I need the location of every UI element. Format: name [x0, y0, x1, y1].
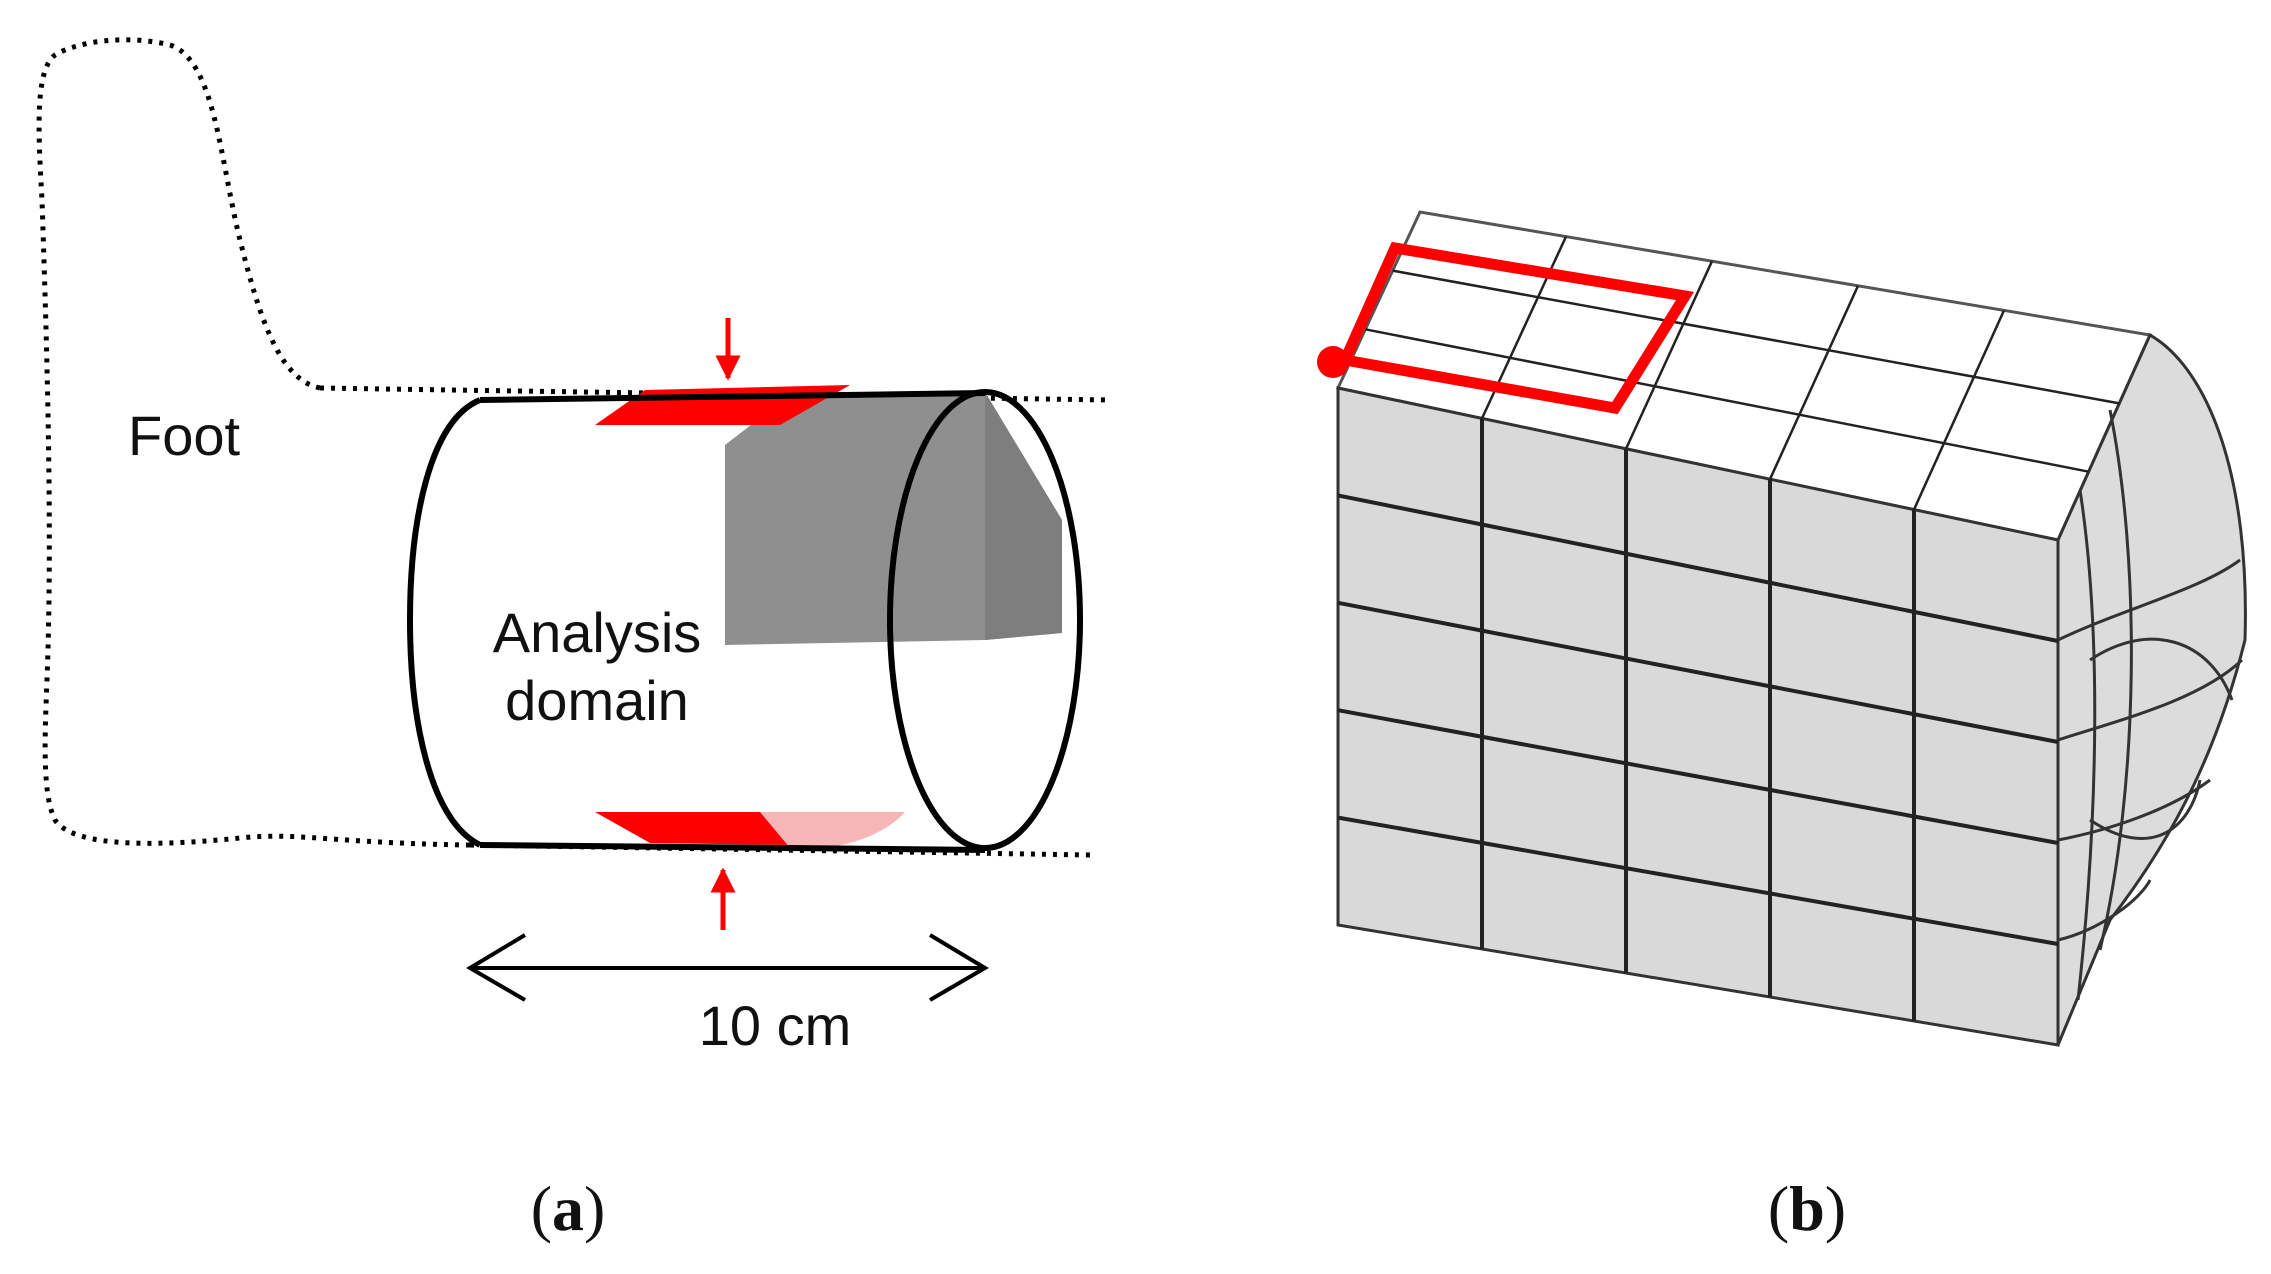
mesh-end-face — [2056, 332, 2247, 1046]
mesh-front-horizontal-line — [1337, 815, 2059, 946]
mesh-end-face-line — [2098, 409, 2133, 951]
gray-block-side — [985, 392, 1062, 640]
mesh-end-face-line — [2089, 779, 2202, 840]
bottom-pale-plate — [760, 812, 905, 849]
caption-b-open: ( — [1768, 1173, 1789, 1244]
dimension-arrow — [466, 933, 989, 1002]
mesh-end-face-line — [2089, 637, 2234, 701]
mesh-end-face-line — [2057, 879, 2152, 942]
mesh-end-face-line — [2057, 658, 2244, 742]
mesh-top-long-line — [1392, 269, 2120, 405]
caption-a: (a) — [531, 1173, 606, 1244]
panel-b: (b) — [1317, 210, 2247, 1244]
analysis-domain-cylinder — [406, 389, 1083, 853]
panel-a: Foot Analysis domain 10 cm (a) — [36, 37, 1111, 1244]
bottom-red-plate — [595, 812, 800, 845]
highlighted-element — [1337, 241, 1695, 415]
analysis-domain-label-line2: domain — [505, 669, 689, 732]
mesh-front-horizontal-line — [1337, 708, 2059, 845]
mesh-end-face-line — [2057, 558, 2241, 642]
mesh-end-face-line — [2057, 778, 2211, 842]
caption-b-letter: b — [1789, 1173, 1825, 1244]
mesh-front-horizontal-line — [1337, 600, 2059, 744]
mesh-end-face-line — [2076, 489, 2097, 1001]
caption-a-letter: a — [552, 1173, 584, 1244]
mesh-top-cross-line — [1912, 309, 2006, 511]
foot-label: Foot — [128, 404, 240, 467]
mesh-top-long-line — [1365, 328, 2089, 473]
length-label: 10 cm — [699, 994, 852, 1057]
mesh-grid-lines — [1337, 236, 2244, 1021]
caption-a-close: ) — [584, 1173, 605, 1244]
foot-outline — [36, 37, 471, 848]
caption-b: (b) — [1768, 1173, 1846, 1244]
mesh-top-cross-line — [1624, 260, 1714, 450]
gray-block — [725, 392, 1062, 645]
analysis-domain-label-line1: Analysis — [493, 601, 702, 664]
caption-b-close: ) — [1825, 1173, 1846, 1244]
mesh-front-horizontal-line — [1337, 493, 2059, 643]
highlighted-node — [1317, 346, 1349, 378]
caption-a-open: ( — [531, 1173, 552, 1244]
mesh-top-cross-line — [1768, 285, 1860, 480]
